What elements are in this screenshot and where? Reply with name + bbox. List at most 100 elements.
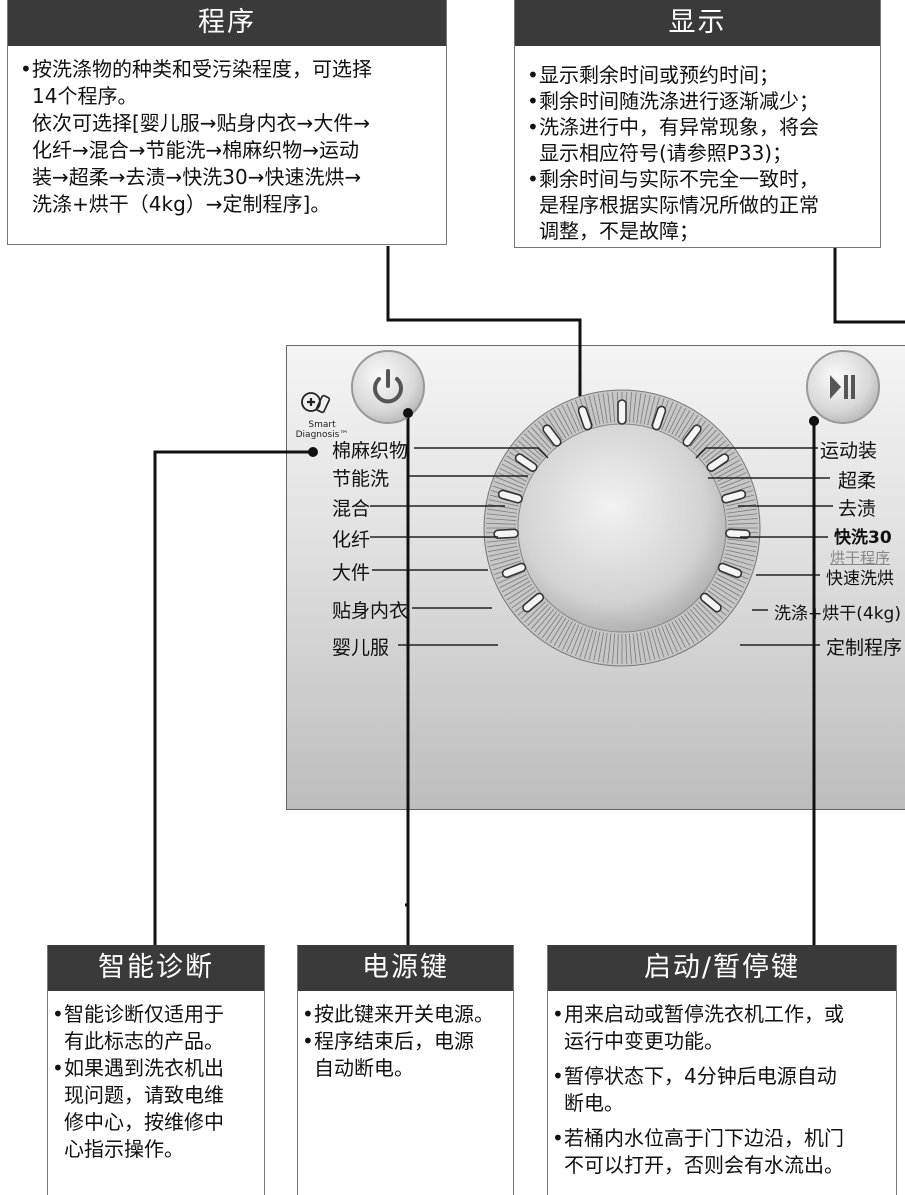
dial-tick [715,577,743,593]
start-item-3: 若桶内水位高于门下边沿，机门 不可以打开，否则会有水流出。 [552,1125,886,1179]
dial-tick [674,410,691,437]
power-box-title: 电源键 [298,945,513,991]
dial-label-mixed: 混合 [332,498,371,520]
program-dial [483,389,761,667]
dial-led-marker [514,453,538,472]
program-box-title: 程序 [8,0,446,46]
dial-tick [640,632,647,662]
dial-tick [686,611,707,636]
dial-tick [715,463,743,479]
power-key-info-box: 电源键 按此键来开关电源。 程序结束后，电源 自动断电。 [297,945,514,1195]
diagnosis-box-title: 智能诊断 [48,945,264,991]
dial-tick [497,472,526,486]
dial-led-marker [542,424,562,447]
dial-tick [537,611,558,636]
dial-tick [523,433,547,455]
dial-led-marker [717,562,743,579]
dial-label-quick-30: 快洗30 [834,528,892,548]
diagnosis-leader-line [153,450,313,945]
dial-tick [692,606,714,630]
dial-tick [570,401,583,430]
dial-label-eco-wash: 节能洗 [332,468,390,490]
dial-tick [523,601,547,623]
dial-tick [489,553,520,562]
start-leader-dot [809,416,819,426]
dial-tick [683,613,703,639]
dial-led-marker [617,399,627,425]
dial-tick [726,542,757,548]
dial-tick [549,617,567,644]
display-item-1: 显示剩余时间或预约时间； [527,62,870,88]
dial-tick [677,412,695,439]
dial-led-marker [522,592,545,613]
dial-tick [689,608,710,633]
dial-tick [562,623,576,651]
power-item-2: 程序结束后，电源 自动断电。 [302,1028,503,1082]
dial-tick [636,632,642,663]
dial-tick [650,629,660,659]
dial-tick [727,513,758,518]
dial-tick [722,560,752,571]
dial-led-marker [682,424,702,447]
power-item-1: 按此键来开关电源。 [302,1001,503,1028]
dial-tick [725,549,756,557]
dial-tick [727,522,758,525]
dial-tick [643,394,651,425]
dial-led-marker [699,592,722,613]
dial-tick [697,601,721,623]
dial-tick [566,403,580,432]
dial-tick [562,405,576,433]
dial-tick [643,631,651,662]
dial-tick [727,518,758,522]
dial-tick [486,518,517,522]
dial-tick [677,617,695,644]
dial-tick [664,403,678,432]
dial-tick [680,415,699,441]
dial-tick [588,630,597,661]
diagnosis-leader-dot [308,447,318,457]
dial-tick [721,481,750,493]
dial-tick [700,436,724,458]
start-item-2: 暂停状态下，4分钟后电源自动 断电。 [552,1063,886,1117]
dial-tick [488,503,518,510]
display-item-3: 洗涤进行中，有异常现象，将会 显示相应符号(请参照P33)； [527,114,870,166]
dial-tick [495,476,524,489]
dial-tick [545,415,564,441]
dial-tick [707,589,733,609]
dial-tick [593,631,601,662]
dial-tick [717,468,745,482]
dial-tick [671,621,687,649]
dial-tick [486,522,517,525]
dial-label-baby-clothes: 婴儿服 [332,637,390,659]
dial-tick [488,546,518,553]
dial-label-super-soft: 超柔 [838,470,877,492]
dial-tick [575,627,587,656]
dial-led-marker [497,489,523,504]
power-button[interactable] [351,350,425,424]
start-pause-button[interactable] [806,350,880,424]
dial-tick [534,608,555,633]
dial-tick [492,560,522,571]
dial-tick [612,392,616,423]
dial-led-marker [725,528,751,539]
dial-tick [713,459,740,476]
dial-tick [680,615,699,641]
smart-diagnosis-icon [301,392,331,414]
dial-led-markers [493,399,751,613]
dial-label-cotton-linen: 棉麻织物 [332,440,409,462]
dial-tick [702,440,727,461]
dial-tick [527,429,549,453]
dial-tick [671,407,687,435]
dial-label-dry-program: 烘干程序 [830,549,891,567]
dial-tick [597,394,604,424]
dial-tick [607,392,612,423]
dial-tick [499,468,527,482]
dial-tick [628,633,632,664]
dial-tick [695,603,717,627]
dial-tick [647,630,656,661]
dial-label-custom-program: 定制程序 [826,637,903,659]
dial-led-marker [721,489,747,504]
left-label-lines [370,447,549,646]
start-box-title: 启动/暂停键 [548,945,896,991]
dial-tick [541,613,561,639]
